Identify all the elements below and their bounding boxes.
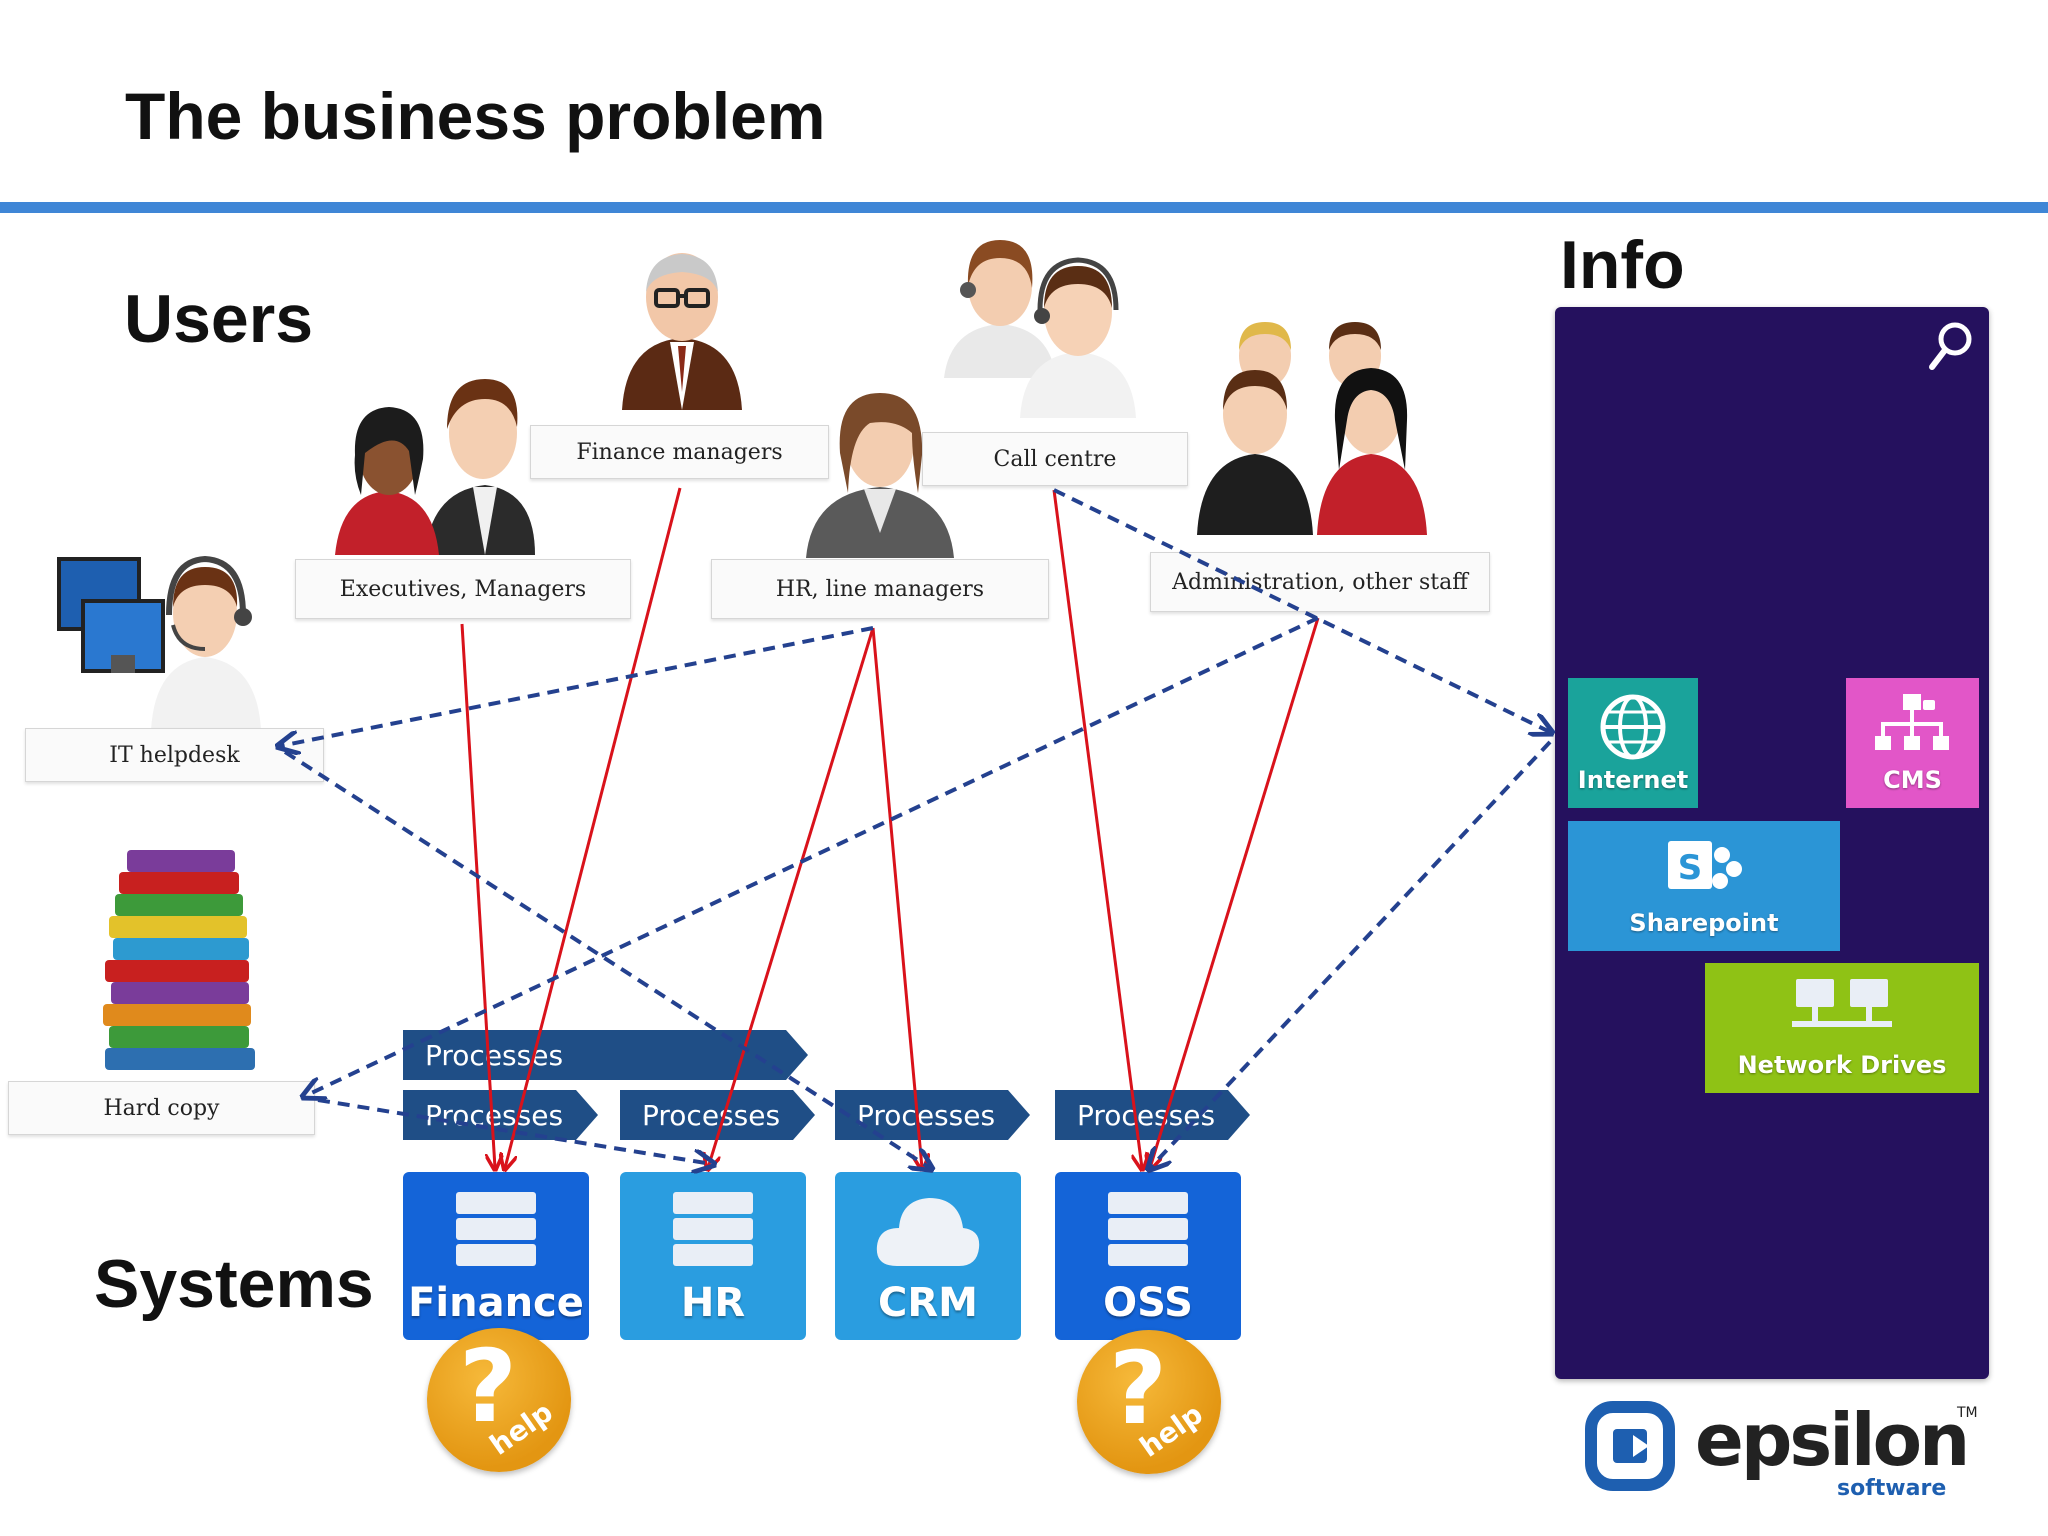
svg-text:S: S <box>1678 848 1703 888</box>
call-centre-icon <box>944 240 1136 418</box>
users-heading: Users <box>124 281 314 357</box>
oss-help-icon[interactable]: ? help <box>1077 1330 1221 1474</box>
executives-managers-label: Executives, Managers <box>295 559 631 619</box>
svg-text:epsilon: epsilon <box>1695 1398 1967 1482</box>
info-panel: Internet CMS S Sharepoint <box>1555 307 1989 1379</box>
it-helpdesk-label: IT helpdesk <box>25 728 324 782</box>
sharepoint-icon: S <box>1668 841 1742 889</box>
crm-system-tile[interactable]: CRM <box>835 1172 1021 1340</box>
admin-staff-icon <box>1197 322 1427 535</box>
finance-help-icon[interactable]: ? help <box>427 1328 571 1472</box>
books-icon <box>103 850 255 1070</box>
epsilon-logo: epsilon software TM <box>1585 1395 1985 1505</box>
blue-arrow-helpdesk-crm <box>283 750 930 1168</box>
sharepoint-label: Sharepoint <box>1629 909 1779 937</box>
red-arrow-callcentre-oss <box>1052 489 1142 1168</box>
red-arrow-hr-crm <box>871 627 922 1168</box>
blue-arrow-admin-hardcopy <box>305 616 1319 1096</box>
oss-system-label: OSS <box>1103 1280 1193 1326</box>
title-divider <box>0 202 2048 213</box>
red-arrow-admin-oss <box>1150 617 1320 1168</box>
hr-line-managers-label: HR, line managers <box>711 559 1049 619</box>
processes-wide-bar: Processes <box>403 1030 808 1080</box>
processes-crm-bar: Processes <box>835 1090 1030 1140</box>
cms-label: CMS <box>1883 766 1942 794</box>
svg-text:software: software <box>1837 1476 1946 1501</box>
svg-text:TM: TM <box>1956 1405 1978 1421</box>
hr-manager-icon <box>806 393 954 558</box>
finance-system-tile[interactable]: Finance <box>403 1172 589 1340</box>
processes-finance-bar: Processes <box>403 1090 598 1140</box>
blue-arrow-hr-helpdesk <box>280 626 874 746</box>
network-drives-label: Network Drives <box>1737 1051 1947 1079</box>
finance-manager-icon <box>622 253 742 410</box>
database-icon <box>456 1192 536 1266</box>
sharepoint-tile[interactable]: S Sharepoint <box>1568 821 1840 951</box>
administration-label: Administration, other staff <box>1150 552 1490 612</box>
epsilon-logo-icon: epsilon software TM <box>1585 1398 1978 1501</box>
info-heading: Info <box>1560 227 1685 303</box>
hr-system-tile[interactable]: HR <box>620 1172 806 1340</box>
internet-tile[interactable]: Internet <box>1568 678 1698 808</box>
cloud-icon <box>876 1198 980 1266</box>
database-icon <box>1108 1192 1188 1266</box>
internet-label: Internet <box>1577 766 1689 794</box>
finance-managers-label: Finance managers <box>530 425 829 479</box>
call-centre-label: Call centre <box>922 432 1188 486</box>
systems-heading: Systems <box>94 1246 374 1322</box>
cms-tile[interactable]: CMS <box>1846 678 1979 808</box>
it-helpdesk-icon <box>57 555 261 730</box>
network-icon <box>1792 979 1892 1027</box>
globe-icon <box>1600 694 1666 760</box>
red-arrow-exec-finance <box>460 623 495 1168</box>
search-icon[interactable] <box>1927 321 1975 373</box>
network-drives-tile[interactable]: Network Drives <box>1705 963 1979 1093</box>
hard-copy-label: Hard copy <box>8 1081 315 1135</box>
processes-hr-bar: Processes <box>620 1090 815 1140</box>
red-arrow-hr-hr <box>708 627 875 1168</box>
finance-system-label: Finance <box>408 1280 584 1326</box>
hr-system-label: HR <box>680 1280 746 1326</box>
org-chart-lock-icon <box>1874 694 1949 750</box>
page-title: The business problem <box>125 79 826 153</box>
processes-oss-bar: Processes <box>1055 1090 1250 1140</box>
database-icon <box>673 1192 753 1266</box>
oss-system-tile[interactable]: OSS <box>1055 1172 1241 1340</box>
crm-system-label: CRM <box>878 1280 978 1326</box>
executives-icon <box>335 379 535 555</box>
